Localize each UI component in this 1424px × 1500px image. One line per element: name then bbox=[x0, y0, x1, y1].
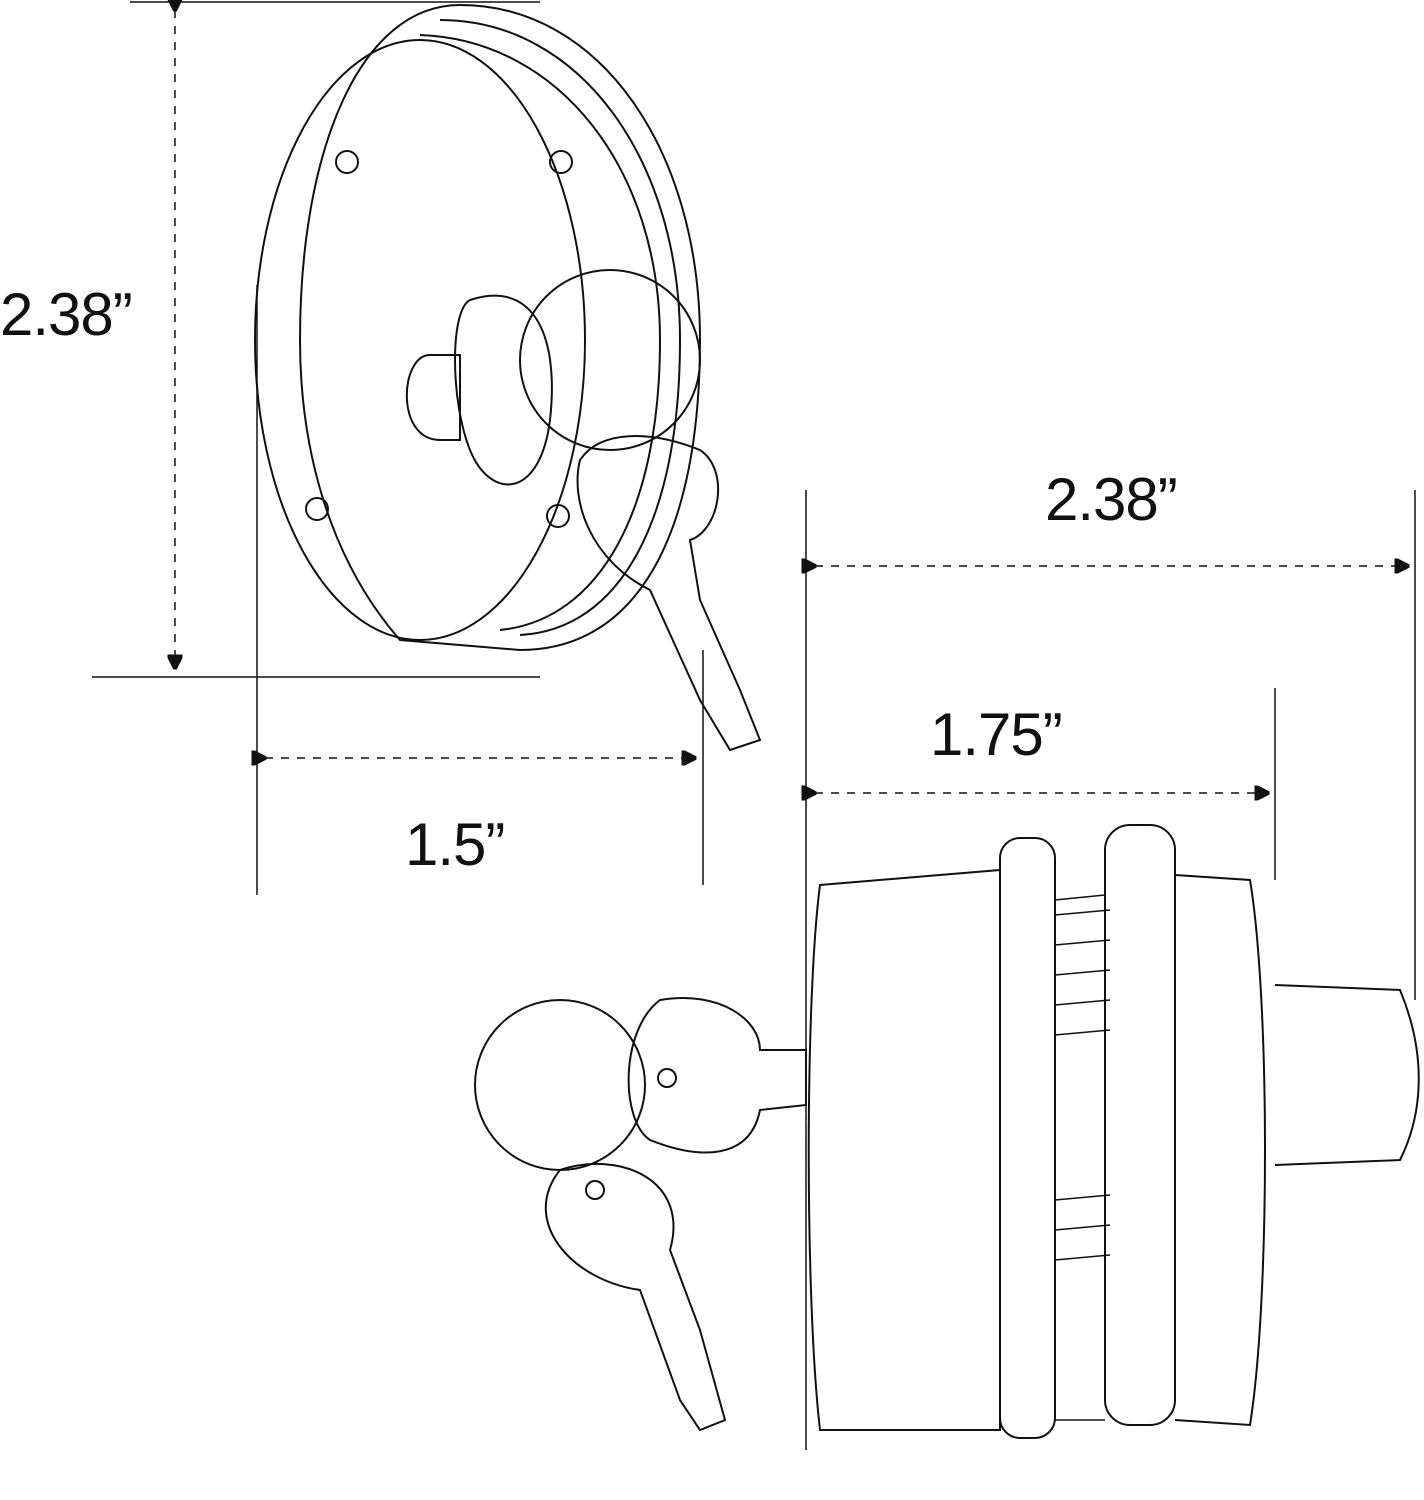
side-height-label: 2.38” bbox=[0, 281, 133, 348]
lock-side-view bbox=[254, 3, 762, 752]
top-total-width-label: 2.38” bbox=[1045, 466, 1178, 533]
top-body-width-label: 1.75” bbox=[930, 701, 1063, 768]
side-width-label: 1.5” bbox=[405, 811, 505, 878]
lock-top-view bbox=[474, 824, 1420, 1439]
